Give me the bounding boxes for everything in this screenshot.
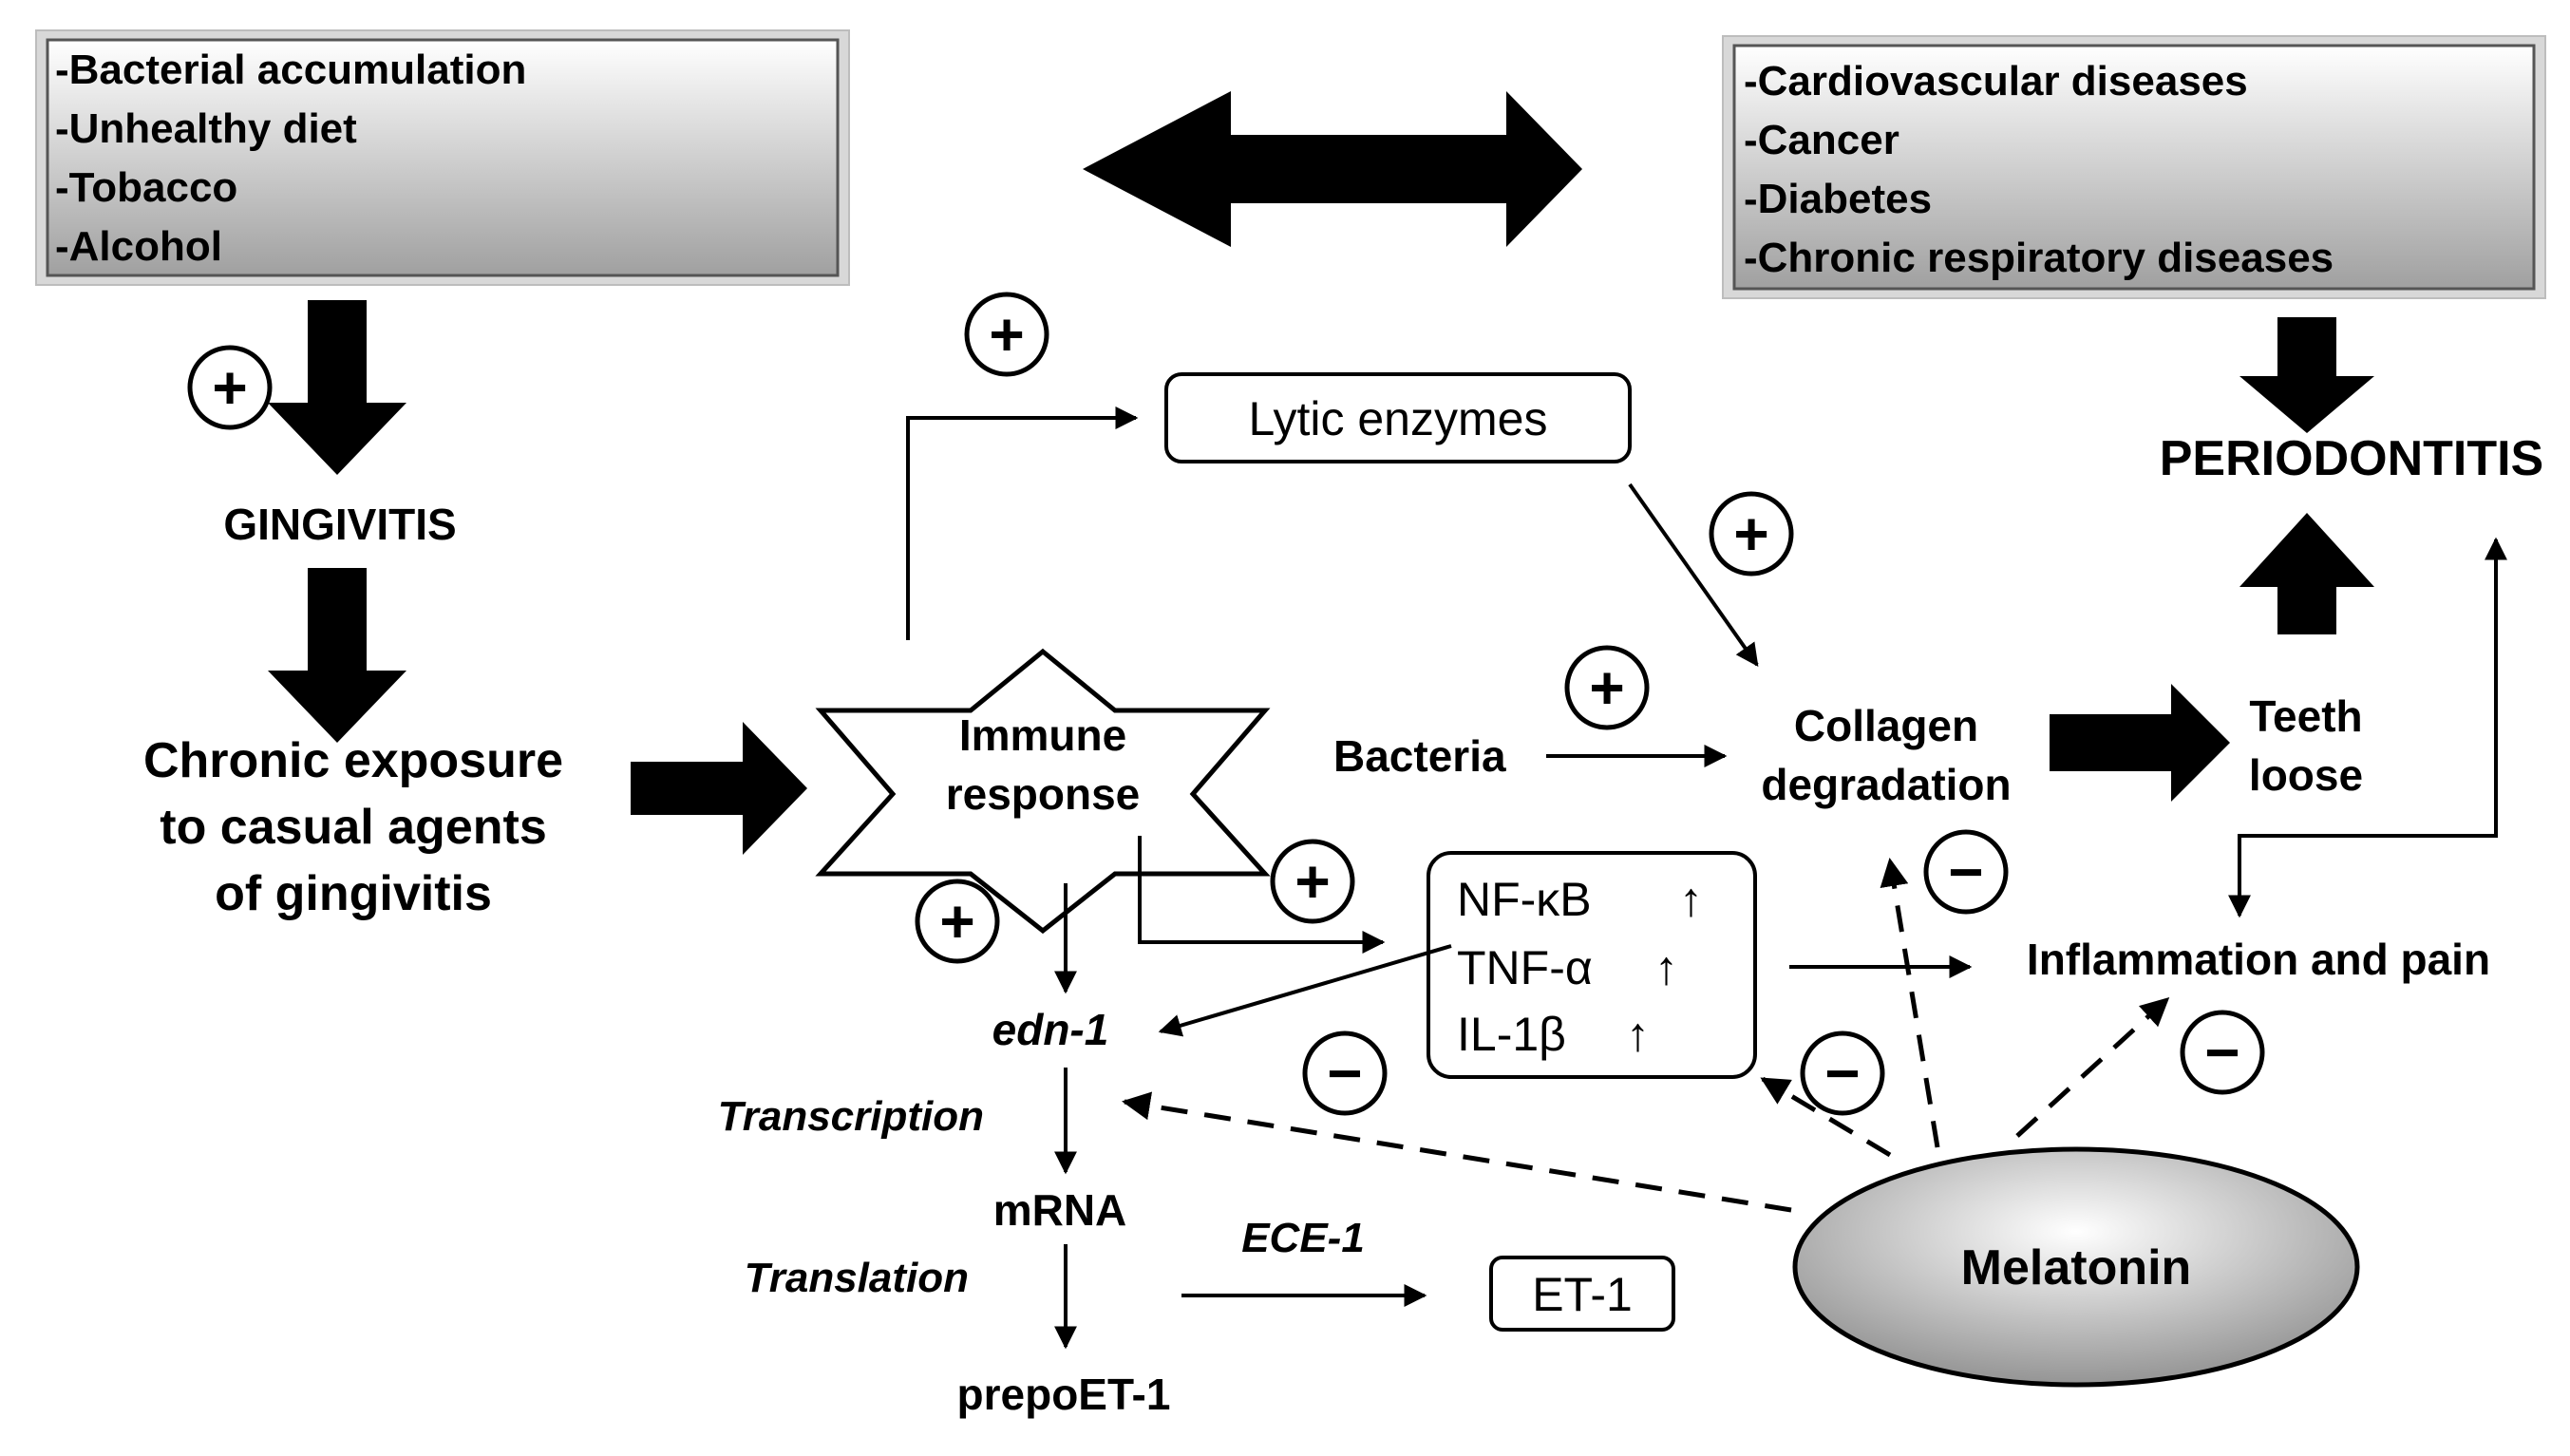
minus-symbol: − (1948, 838, 1983, 906)
minus-symbol: − (2204, 1018, 2239, 1087)
plus-symbol: + (212, 353, 247, 422)
immune-to-cytokines-arrow (1138, 836, 1386, 954)
cytokine-label: TNF-α (1457, 941, 1593, 994)
collagen-degradation-line: degradation (1761, 760, 2011, 809)
plus-sign: + (964, 292, 1049, 377)
gingivitis-to-exposure-arrow (268, 568, 406, 743)
melatonin-inhibits-cytokines-arrow (1760, 1076, 1892, 1158)
risk-to-gingivitis-arrow (268, 300, 406, 475)
exposure-to-immune-arrow (631, 722, 807, 855)
lytic-enzymes-box (1164, 372, 1632, 463)
systemic-diseases-box: -Cardiovascular diseases -Cancer -Diabet… (1722, 35, 2546, 299)
plus-symbol: + (989, 300, 1024, 369)
melatonin-inhibits-collagen-arrow (1880, 858, 1940, 1148)
prepoet1-label: prepoET-1 (957, 1370, 1171, 1419)
minus-sign: − (1302, 1031, 1388, 1116)
mrna-label: mRNA (993, 1185, 1127, 1235)
systemic-disease-item: -Cancer (1744, 117, 1899, 163)
melatonin-inhibits-inflammation-arrow (2015, 996, 2170, 1138)
et1-label: ET-1 (1532, 1268, 1633, 1321)
immune-response-line: response (946, 769, 1141, 819)
tnf-to-edn1-arrow (1158, 944, 1452, 1037)
translation-label: Translation (745, 1255, 969, 1301)
plus-sign: + (1709, 491, 1794, 577)
chronic-exposure-line: Chronic exposure (143, 733, 563, 788)
plus-symbol: + (1589, 653, 1624, 722)
minus-sign: − (2180, 1010, 2265, 1095)
cytokines-box (1427, 851, 1757, 1079)
plus-sign: + (187, 345, 273, 430)
cytokine-label: NF-κB (1457, 873, 1592, 926)
immune-response-star (815, 648, 1271, 935)
risk-factor-item: -Unhealthy diet (55, 105, 357, 152)
cytokine-up-arrow: ↑ (1679, 873, 1703, 926)
melatonin-ellipse (1792, 1146, 2360, 1388)
minus-sign: − (1800, 1031, 1885, 1116)
teeth-to-periodontitis-arrow (2239, 513, 2374, 634)
plus-symbol: + (1733, 500, 1768, 568)
minus-sign: − (1923, 829, 2009, 915)
systemic-disease-item: -Chronic respiratory diseases (1744, 235, 2334, 281)
risk-factor-item: -Alcohol (55, 223, 222, 270)
risk-factor-item: -Bacterial accumulation (55, 47, 526, 93)
collagen-degradation-line: Collagen (1794, 701, 1978, 750)
lytic-enzymes-label: Lytic enzymes (1249, 392, 1548, 445)
risk-factor-item: -Tobacco (55, 164, 237, 211)
periodontitis-label: PERIODONTITIS (2160, 431, 2543, 486)
plus-symbol: + (939, 887, 974, 955)
systemic-disease-item: -Cardiovascular diseases (1744, 58, 2248, 104)
minus-symbol: − (1327, 1039, 1362, 1107)
collagen-to-teeth-arrow (2050, 684, 2230, 802)
bacteria-label: Bacteria (1333, 731, 1506, 781)
diseases-to-periodontitis-arrow (2239, 317, 2374, 433)
cytokine-up-arrow: ↑ (1626, 1008, 1650, 1061)
ece1-label: ECE-1 (1241, 1215, 1365, 1261)
risk-factors-box: -Bacterial accumulation -Unhealthy diet … (35, 29, 850, 286)
melatonin-inhibits-edn1-arrow (1122, 1091, 1792, 1213)
cytokine-up-arrow: ↑ (1654, 941, 1678, 994)
edn1-label: edn-1 (992, 1005, 1109, 1054)
et1-box (1489, 1256, 1675, 1332)
bidirectional-arrow (1083, 91, 1582, 247)
plus-symbol: + (1294, 847, 1330, 916)
lytic-to-collagen-arrow (1628, 482, 1759, 667)
systemic-disease-item: -Diabetes (1744, 176, 1932, 222)
chronic-exposure-line: of gingivitis (215, 866, 492, 921)
gingivitis-label: GINGIVITIS (223, 500, 456, 549)
immune-to-lytic-arrow (906, 407, 1139, 640)
melatonin-label: Melatonin (1961, 1240, 2192, 1295)
teeth-loose-line: loose (2249, 750, 2363, 800)
plus-sign: + (1270, 839, 1355, 924)
chronic-exposure-line: to casual agents (160, 800, 546, 855)
plus-sign: + (915, 879, 1000, 964)
teeth-loose-line: Teeth (2249, 691, 2362, 741)
transcription-label: Transcription (718, 1093, 984, 1140)
inflammation-label: Inflammation and pain (2027, 935, 2490, 984)
minus-symbol: − (1824, 1039, 1860, 1107)
inflammation-periodontitis-loop-arrow (2228, 537, 2507, 918)
immune-response-line: Immune (959, 710, 1126, 760)
cytokine-label: IL-1β (1457, 1008, 1566, 1061)
plus-sign: + (1564, 645, 1650, 730)
